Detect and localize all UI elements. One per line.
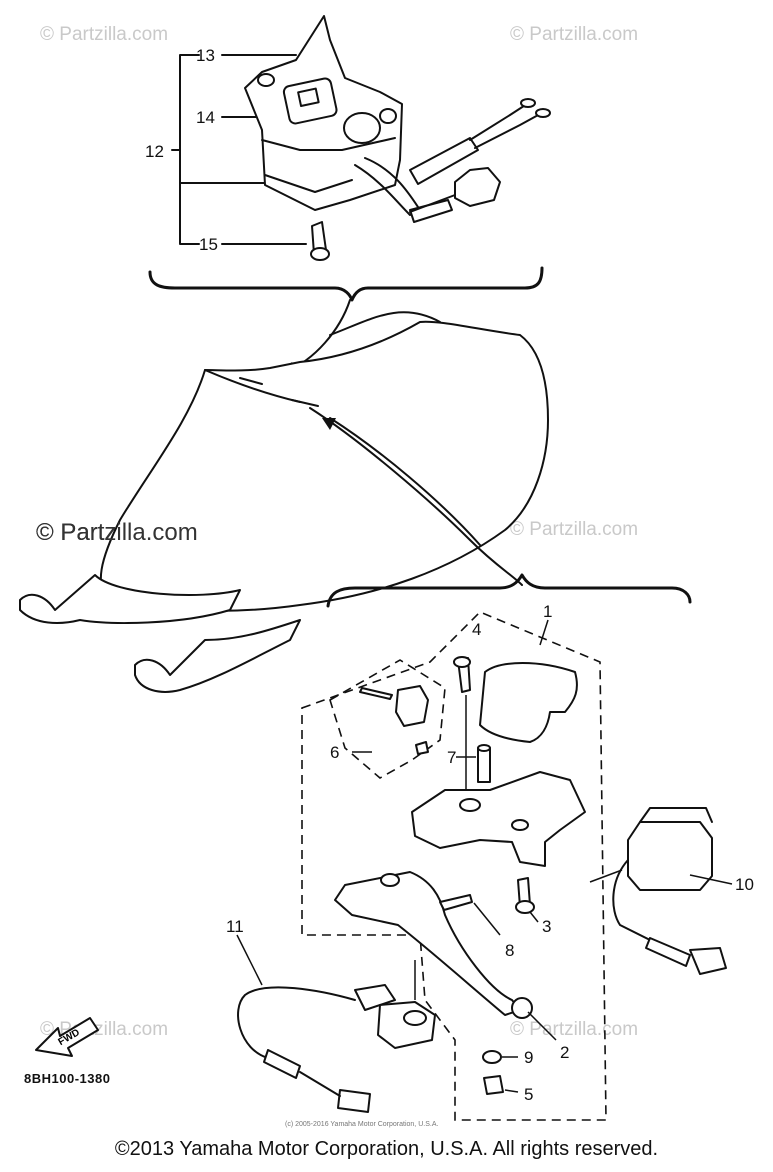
- wire-terminal: [520, 98, 536, 108]
- callout-2: 2: [560, 1043, 569, 1062]
- callout-6: 6: [330, 743, 339, 762]
- callout-7: 7: [447, 748, 456, 767]
- screw-head: [310, 247, 330, 261]
- sensor-connector: [337, 1089, 371, 1113]
- screw-hole: [379, 108, 397, 124]
- callout-1: 1: [543, 602, 552, 621]
- cable: [354, 164, 411, 216]
- washer-9: [482, 1050, 502, 1064]
- cable-run: [309, 407, 523, 586]
- callout-13: 13: [196, 46, 215, 65]
- lever-ball: [511, 997, 533, 1019]
- wire-sleeve: [409, 137, 479, 185]
- switch-6: [395, 685, 429, 727]
- cable: [364, 157, 421, 211]
- snowmobile-hood: [99, 320, 549, 613]
- watermark-text: © Partzilla.com: [40, 24, 168, 45]
- brake-lever-assembly: 1 4 6 7 10 3 8 11 2 9 5: [226, 602, 754, 1121]
- screw-6: [359, 687, 393, 700]
- bracket-hole: [459, 798, 481, 812]
- ski-right: [134, 619, 301, 693]
- leader-11: [236, 934, 263, 986]
- callout-3: 3: [542, 917, 551, 936]
- leader-2: [527, 1011, 557, 1041]
- watermark-text: © Partzilla.com: [510, 1019, 638, 1040]
- copyright-line: ©2013 Yamaha Motor Corporation, U.S.A. A…: [114, 1138, 659, 1160]
- bolt-head: [515, 900, 535, 914]
- snowmobile-body: © Partzilla.com: [19, 311, 549, 693]
- sensor-cable-11: [237, 986, 356, 1059]
- inset-brace-bottom: [326, 573, 692, 608]
- sensor-hole: [403, 1010, 427, 1026]
- pin-top: [477, 744, 491, 752]
- seat-edge: [329, 311, 441, 336]
- switch-wire: [612, 859, 661, 946]
- leader-8: [473, 902, 501, 936]
- housing-cap: [282, 77, 338, 125]
- callout-14: 14: [196, 108, 215, 127]
- housing-boss: [343, 112, 381, 144]
- hood-line: [204, 369, 301, 403]
- cable-run: [329, 417, 481, 546]
- inset-brace-top: [148, 266, 544, 302]
- ski-left: [19, 574, 241, 624]
- fwd-arrow-shape: [35, 1017, 99, 1057]
- switch-top: [639, 807, 713, 823]
- sensor-clip: [354, 984, 396, 1011]
- switch-knob: [454, 167, 501, 207]
- callout-10: 10: [735, 875, 754, 894]
- leader-5: [504, 1089, 519, 1093]
- switch-cable: [409, 194, 456, 213]
- brake-lever: [334, 871, 521, 1016]
- leader-1: [539, 619, 549, 646]
- leader-10: [689, 874, 733, 885]
- brake-switch-10: [627, 821, 713, 891]
- arrow-head: [322, 418, 336, 430]
- top-inset-assembly: 13 14 12 15: [145, 15, 551, 376]
- bolt-head: [453, 656, 471, 668]
- wire-sleeve: [645, 937, 691, 967]
- small-copyright-note: (c) 2005-2016 Yamaha Motor Corporation, …: [285, 1121, 439, 1128]
- handlebar: [239, 377, 263, 385]
- cap-inner: [297, 87, 320, 107]
- connector-10: [689, 947, 727, 975]
- mount-ear: [257, 73, 275, 87]
- callout-4: 4: [472, 620, 481, 639]
- wire: [474, 113, 541, 149]
- sensor-body-11: [377, 1001, 436, 1049]
- wire-terminal: [535, 108, 551, 118]
- leader-3: [529, 911, 539, 923]
- nut-5: [483, 1075, 504, 1095]
- bracket-12: [179, 54, 200, 245]
- group-outline-1: [301, 611, 607, 1121]
- handlebar: [291, 399, 319, 407]
- sensor-sleeve: [263, 1049, 301, 1079]
- leader-10-link: [589, 869, 623, 883]
- sensor-wire: [299, 1071, 341, 1097]
- watermark-text: © Partzilla.com: [510, 24, 638, 45]
- nut-6: [415, 741, 429, 755]
- lever-cover: [479, 662, 578, 743]
- callout-8: 8: [505, 941, 514, 960]
- watermark-text-main: © Partzilla.com: [36, 519, 198, 546]
- watermark-text: © Partzilla.com: [510, 519, 638, 540]
- bracket-hole: [511, 819, 529, 831]
- callout-12: 12: [145, 142, 164, 161]
- lever-pivot: [380, 873, 400, 887]
- lever-bracket: [411, 771, 586, 867]
- diagram-ref-code: 8BH100-1380: [24, 1071, 111, 1086]
- housing-edge-lower: [264, 174, 353, 193]
- callout-9: 9: [524, 1048, 533, 1067]
- pin-7: [477, 747, 491, 783]
- callout-11: 11: [226, 917, 244, 936]
- callout-15: 15: [199, 235, 218, 254]
- housing-edge: [261, 137, 396, 151]
- callout-5: 5: [524, 1085, 533, 1104]
- bolt-8: [439, 894, 473, 911]
